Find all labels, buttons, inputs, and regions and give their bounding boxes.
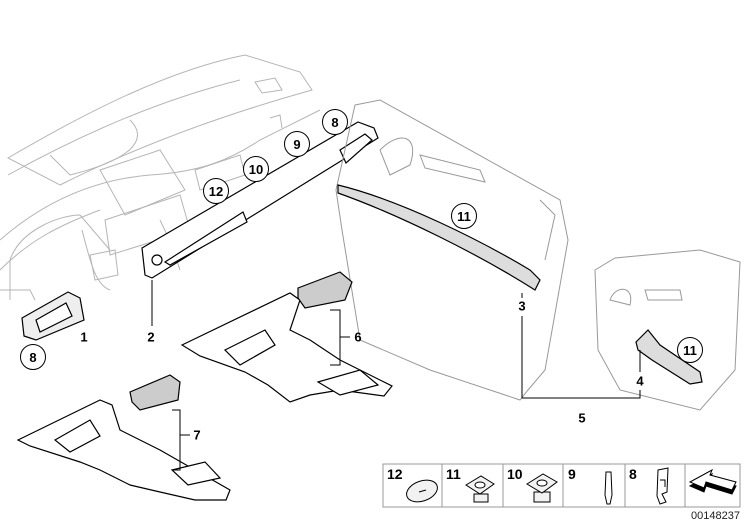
callout-circle-8-left: 8	[20, 344, 46, 370]
oval-cap-icon	[406, 479, 438, 503]
arrow-icon	[688, 468, 737, 495]
legend-box	[382, 463, 741, 508]
clip-nut-icon	[526, 473, 558, 503]
callout-circle-11-rear: 11	[677, 337, 703, 363]
callout-1: 1	[80, 329, 88, 345]
callout-7: 7	[193, 427, 201, 443]
front-door-panel	[335, 99, 569, 401]
callout-circle-9: 9	[284, 131, 310, 157]
callout-circle-11-front: 11	[451, 203, 477, 229]
callout-3: 3	[518, 298, 526, 314]
front-door-trim	[337, 184, 541, 291]
legend-number-12: 12	[387, 466, 403, 482]
clip-nut-icon	[465, 475, 495, 503]
pin-icon	[604, 471, 613, 505]
callout-2: 2	[147, 329, 155, 345]
spring-clip-icon	[656, 467, 669, 505]
diagram-id: 00148237	[691, 510, 740, 522]
center-console-upper	[180, 271, 393, 403]
leader-lines	[151, 280, 641, 471]
legend-number-8: 8	[629, 466, 637, 482]
callout-4: 4	[636, 373, 644, 389]
left-trim-piece	[21, 291, 85, 341]
rear-door-handle-trim	[635, 329, 703, 385]
center-console-lower	[16, 374, 231, 501]
callout-5: 5	[578, 410, 586, 426]
callout-circle-8: 8	[322, 109, 348, 135]
rear-door-panel	[594, 249, 741, 411]
callout-6: 6	[354, 329, 362, 345]
callout-circle-10: 10	[243, 156, 269, 182]
legend-number-11: 11	[446, 466, 461, 482]
callout-circle-12: 12	[203, 178, 229, 204]
legend-number-10: 10	[507, 466, 523, 482]
dash-trim-strip	[141, 121, 379, 279]
legend-number-9: 9	[568, 466, 576, 482]
